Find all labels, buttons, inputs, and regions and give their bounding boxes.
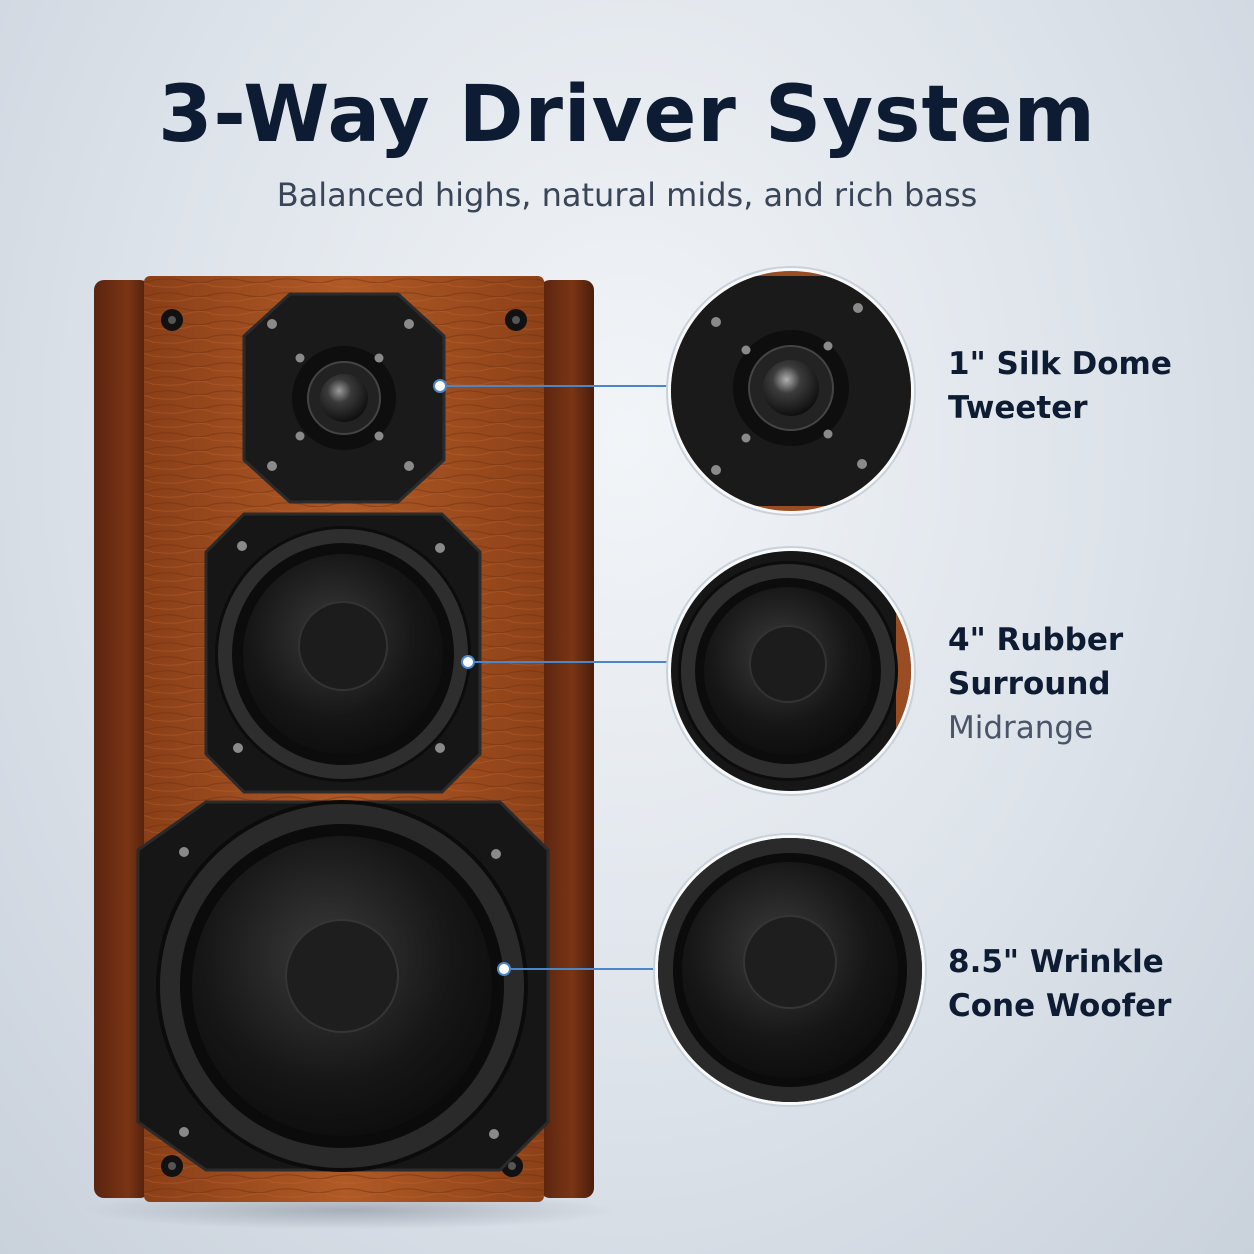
page-title: 3-Way Driver System	[158, 70, 1096, 160]
page-subtitle: Balanced highs, natural mids, and rich b…	[276, 176, 978, 214]
callout-lines	[433, 379, 670, 976]
tweeter-label-line2: Tweeter	[948, 390, 1088, 426]
midrange-driver	[204, 512, 482, 794]
woofer-label-line2: Cone Woofer	[948, 988, 1172, 1024]
midrange-label-line3: Midrange	[948, 710, 1094, 746]
midrange-label-line1: 4" Rubber	[948, 622, 1124, 658]
speaker-cabinet	[94, 276, 594, 1202]
midrange-label-line2: Surround	[948, 666, 1111, 702]
woofer-label: 8.5" Wrinkle Cone Woofer	[948, 940, 1171, 1028]
woofer-label-line1: 8.5" Wrinkle	[948, 944, 1164, 980]
midrange-closeup	[666, 546, 916, 796]
tweeter-closeup	[666, 266, 916, 516]
woofer-driver	[136, 800, 550, 1172]
tweeter-label-line1: 1" Silk Dome	[948, 346, 1172, 382]
tweeter	[242, 292, 446, 504]
midrange-label: 4" Rubber Surround Midrange	[948, 618, 1123, 750]
tweeter-label: 1" Silk Dome Tweeter	[948, 342, 1172, 430]
woofer-closeup	[653, 833, 927, 1107]
